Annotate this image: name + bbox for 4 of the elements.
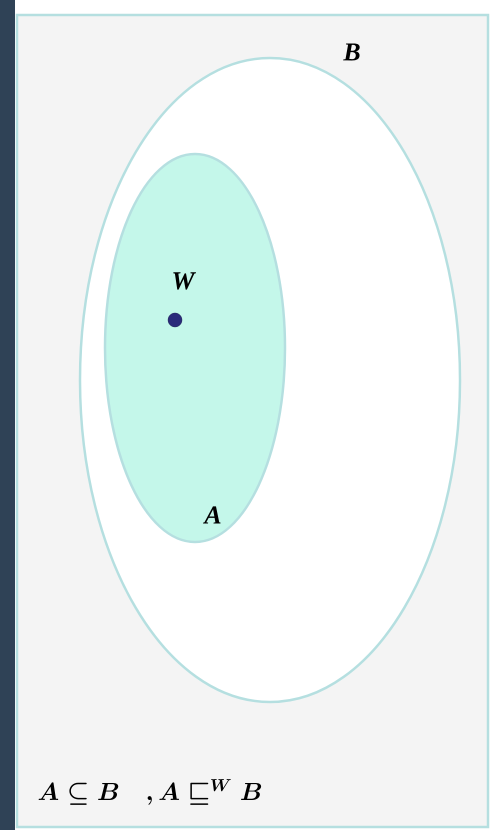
point: W [168, 272, 196, 328]
node-label: W [173, 272, 196, 290]
formula: $A \subseteq B \quad , A \sqsubseteq^{W} B$ [38, 779, 262, 805]
node-label: B [343, 43, 360, 61]
